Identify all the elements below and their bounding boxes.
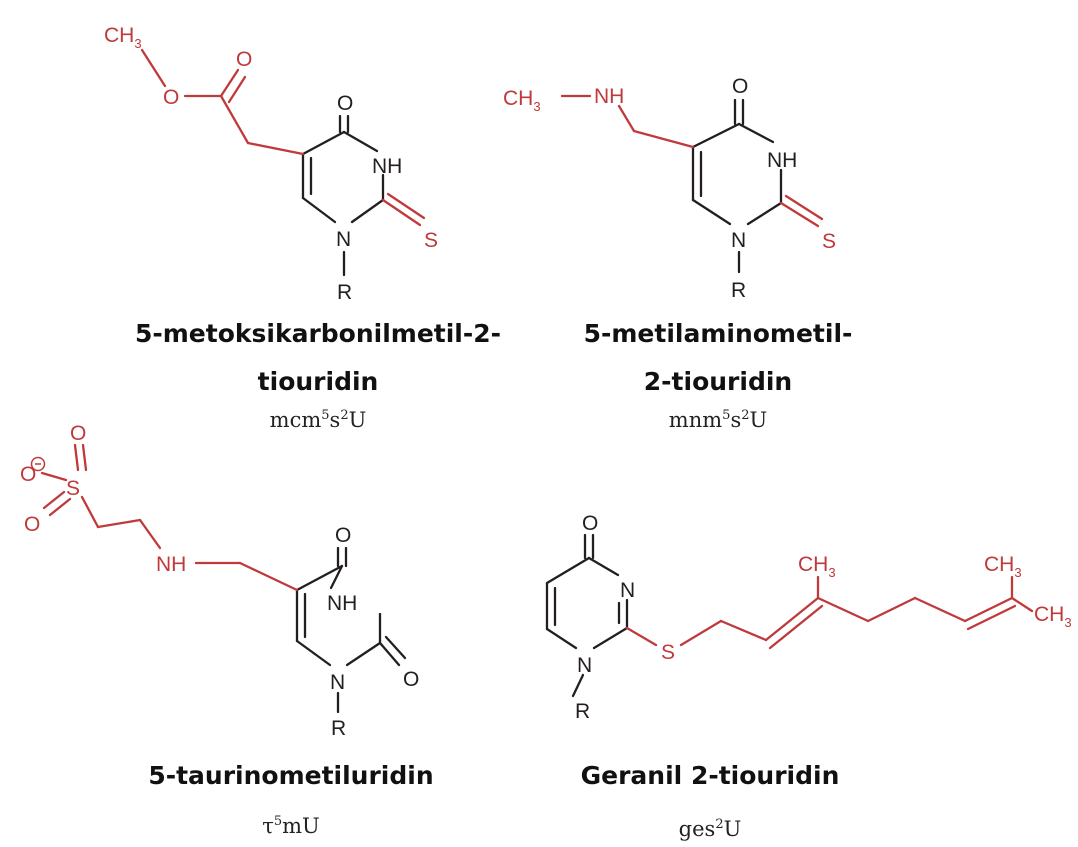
atom-s-sulfonate: S <box>66 477 80 500</box>
atom-n1: N <box>330 671 345 694</box>
structure-mcm5s2u: CH3 O O O NH S N R <box>104 24 438 304</box>
bond-n1-c2 <box>592 626 629 650</box>
bond-c4-n3 <box>329 564 344 590</box>
atom-nh: NH <box>327 592 357 615</box>
atom-n3: N <box>620 579 635 602</box>
bond-ch2-ch2 <box>866 596 917 623</box>
bond-ch2-ch <box>719 619 768 642</box>
atom-s: S <box>424 229 438 252</box>
bond-n1-c2 <box>350 198 385 224</box>
bond-c-o-double <box>219 68 240 98</box>
bond-c2-o-double <box>384 635 407 660</box>
atom-o-c4: O <box>732 75 748 98</box>
atom-o-carbonyl: O <box>236 48 252 71</box>
atom-o-c4: O <box>335 524 351 547</box>
bond-c5-ch2 <box>632 129 695 149</box>
bond-c2-s <box>381 198 422 227</box>
bond-ch2-s <box>80 495 100 529</box>
bond-c5-ch2 <box>238 561 299 592</box>
atom-o-sulf-bottom: O <box>24 513 40 536</box>
compound-abbr-ges2u: ges2U <box>679 817 742 841</box>
atom-ch3-c: CH3 <box>1034 603 1072 630</box>
bond-c-ch2 <box>816 596 870 623</box>
structure-taum5u: O O S O NH O NH O N R <box>20 422 419 740</box>
atom-n1: N <box>336 228 351 251</box>
atom-nh: NH <box>767 149 797 172</box>
bond-c4-n3 <box>342 130 379 153</box>
bond-n1-c2 <box>746 201 783 226</box>
bond-o-ch3 <box>140 48 167 88</box>
bond-ch-c-double <box>764 596 820 642</box>
bond-c2-s <box>779 201 820 228</box>
bond-c4-n3 <box>737 122 775 144</box>
bond-s-o-top <box>73 443 80 472</box>
structure-ges2u: O N N R S CH3 CH3 CH3 <box>545 512 1072 723</box>
bond-c4-c5 <box>691 122 741 149</box>
compound-abbr-taum5u: τ5mU <box>262 814 320 838</box>
atom-nh: NH <box>372 155 402 178</box>
bond-c2-s-double <box>784 194 824 221</box>
bond-c-ch3c <box>1010 596 1034 613</box>
bond-c2-o <box>378 641 401 667</box>
atom-r: R <box>575 700 590 723</box>
atom-o-sulf-top: O <box>70 422 86 445</box>
bond-s-o-minus <box>40 471 68 482</box>
atom-r: R <box>331 717 346 740</box>
atom-s: S <box>661 641 675 664</box>
bond-c6-n1 <box>691 198 732 226</box>
bond-n1-c2 <box>345 641 382 667</box>
bond-c5-ch2 <box>246 141 305 156</box>
compound-name-mcm5s2u-line1: 5-metoksikarbonilmetil-2- <box>135 319 501 348</box>
negative-charge-icon <box>30 456 46 472</box>
atom-ch3-b: CH3 <box>984 553 1022 580</box>
atom-s: S <box>822 230 836 253</box>
compound-name-mcm5s2u-line2: tiouridin <box>258 367 379 396</box>
bond-c-o-double-2 <box>227 75 247 104</box>
compound-abbr-mnm5s2u: mnm5s2U <box>669 408 767 432</box>
bond-n1-r <box>571 673 585 698</box>
bond-nh-ch2 <box>138 518 162 550</box>
compound-name-mnm5s2u-line2: 2-tiouridin <box>644 367 792 396</box>
atom-n1: N <box>731 229 746 252</box>
compound-name-taum5u: 5-taurinometiluridin <box>148 761 433 790</box>
bond-ch2-nh <box>617 104 636 133</box>
bond-ch2-ch <box>913 596 967 623</box>
bond-c2-s <box>625 626 658 647</box>
bond-c6-n1 <box>301 196 337 224</box>
structure-mnm5s2u: CH3 NH O NH S N R <box>503 75 836 302</box>
bond-c2-s-double <box>386 192 426 220</box>
bond-c4-c5 <box>301 130 346 156</box>
atom-o-c4: O <box>582 512 598 535</box>
bond-c4-c5 <box>545 556 591 585</box>
compound-name-ges2u: Geranil 2-tiouridin <box>581 761 840 790</box>
atom-o-c2: O <box>403 668 419 691</box>
bond-ch-c-double-b-2 <box>966 604 1017 631</box>
atom-ch3: CH3 <box>104 24 142 51</box>
bond-ch-c-double-2 <box>768 604 824 650</box>
atom-o-minus: O <box>20 463 36 486</box>
bond-c6-n1 <box>295 639 332 667</box>
bond-ch2-ch2 <box>96 518 142 529</box>
atom-o-c4: O <box>337 92 353 115</box>
bond-c6-n1 <box>545 627 578 650</box>
bond-s-o-bottom-double <box>48 497 72 517</box>
atom-ch3: CH3 <box>503 87 541 114</box>
bond-s-ch2 <box>679 619 723 647</box>
atom-n1: N <box>577 654 592 677</box>
bond-ch-c-double-b <box>963 596 1014 623</box>
bond-c4-n3 <box>587 556 620 577</box>
atom-nh-side: NH <box>156 553 186 576</box>
compound-name-mnm5s2u-line1: 5-metilaminometil- <box>584 319 853 348</box>
bond-s-o-bottom <box>42 490 66 510</box>
atom-r: R <box>731 279 746 302</box>
bond-c4-c5 <box>295 564 344 592</box>
atom-ch3-a: CH3 <box>798 553 836 580</box>
bond-ch2-c <box>219 94 250 145</box>
atom-o-ester: O <box>163 86 179 109</box>
bond-s-o-top-double <box>81 443 88 472</box>
atom-r: R <box>337 281 352 304</box>
compound-abbr-mcm5s2u: mcm5s2U <box>270 408 367 432</box>
atom-nh-side: NH <box>594 85 624 108</box>
